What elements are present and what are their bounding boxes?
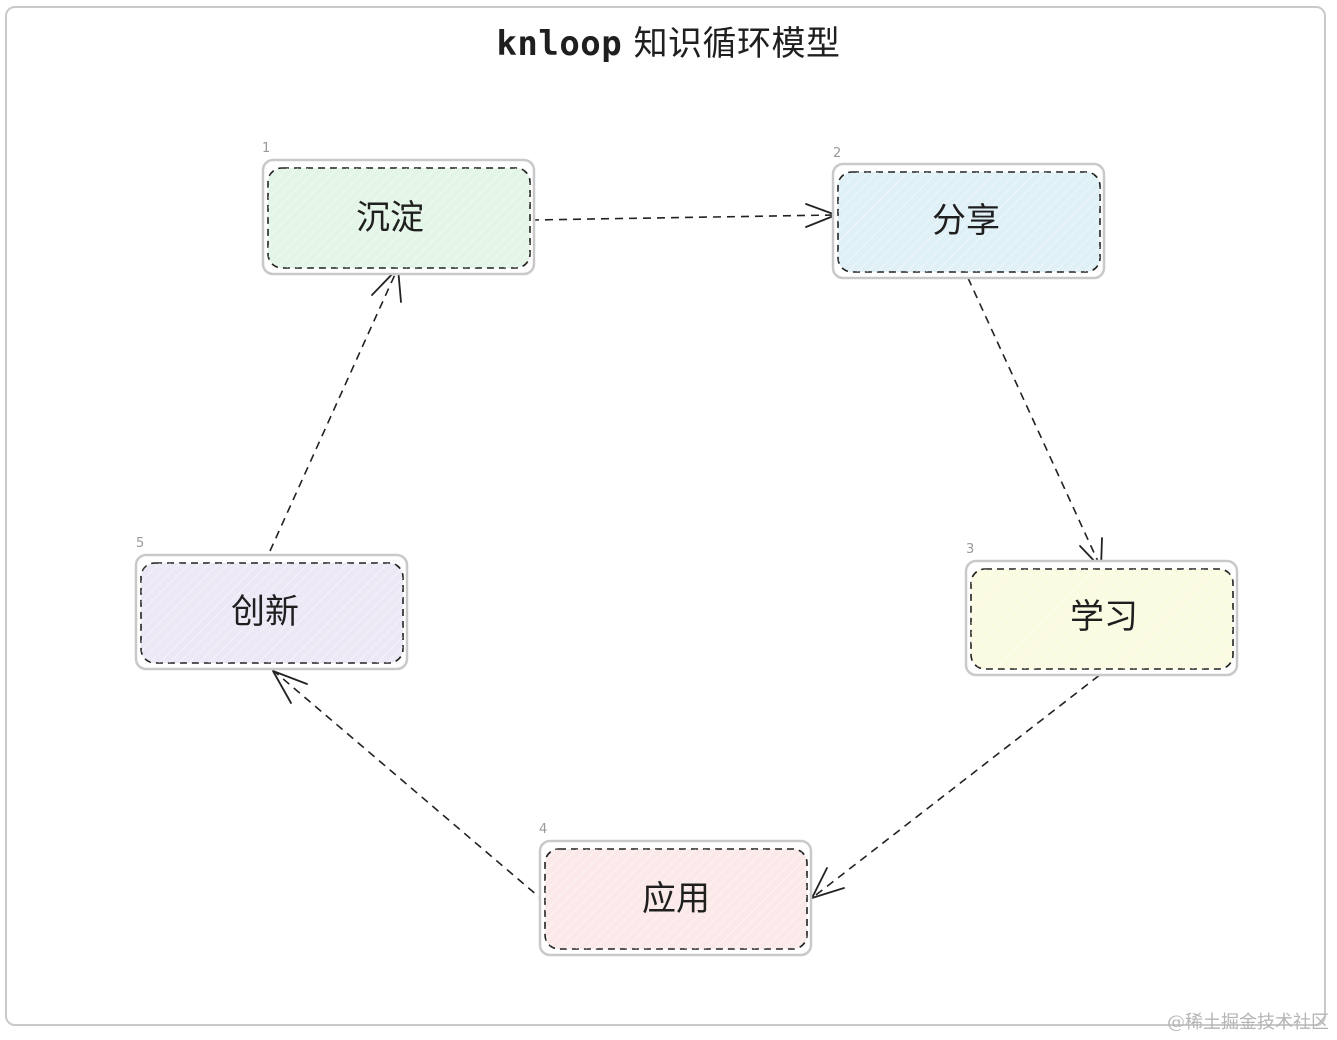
node-label: 沉淀 bbox=[356, 198, 424, 238]
diagram-title: knloop 知识循环模型 bbox=[0, 16, 1337, 65]
node-number: 1 bbox=[262, 141, 270, 156]
node-number: 2 bbox=[833, 146, 841, 161]
node-number: 5 bbox=[136, 536, 144, 551]
edge-2-to-3 bbox=[967, 277, 1102, 569]
edge-5-to-1 bbox=[269, 269, 398, 552]
node-3: 3 学习 bbox=[964, 542, 1239, 677]
node-1: 1 沉淀 bbox=[261, 141, 536, 276]
node-hatch bbox=[141, 563, 403, 663]
node-number: 4 bbox=[539, 822, 547, 837]
title-main: 知识循环模型 bbox=[633, 24, 841, 64]
watermark: @稀土掘金技术社区 bbox=[1167, 1012, 1329, 1033]
arrowhead-to-5 bbox=[272, 670, 308, 704]
node-label: 学习 bbox=[1070, 597, 1138, 637]
edge-4-to-5 bbox=[274, 671, 546, 903]
node-label: 创新 bbox=[231, 592, 299, 632]
edge-3-to-4 bbox=[811, 666, 1111, 899]
edge-1-to-2 bbox=[530, 214, 835, 221]
node-label: 应用 bbox=[642, 879, 710, 919]
node-4: 4 应用 bbox=[538, 822, 813, 957]
node-5: 5 创新 bbox=[134, 536, 409, 671]
node-hatch bbox=[971, 569, 1233, 669]
node-label: 分享 bbox=[932, 201, 1000, 241]
node-hatch bbox=[268, 168, 530, 268]
node-number: 3 bbox=[966, 542, 974, 557]
edges bbox=[269, 214, 1111, 903]
node-2: 2 分享 bbox=[831, 146, 1106, 280]
title-prefix: knloop bbox=[496, 24, 623, 64]
arrowheads bbox=[272, 203, 1103, 899]
node-hatch bbox=[838, 172, 1100, 272]
node-hatch bbox=[545, 849, 807, 949]
